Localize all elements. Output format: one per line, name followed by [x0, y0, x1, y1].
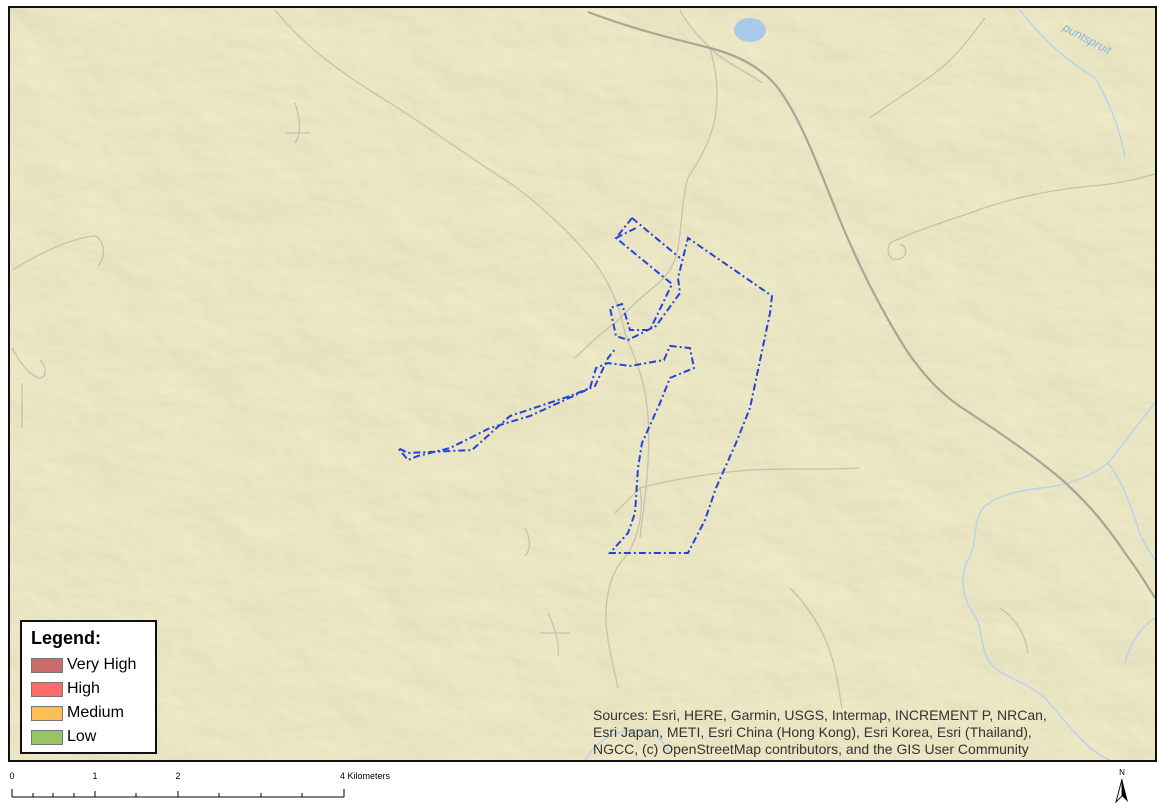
study-area[interactable]	[397, 217, 774, 554]
railway-line	[587, 10, 1155, 599]
study-area-polygon-north[interactable]	[397, 217, 774, 554]
stream-south	[584, 729, 671, 760]
scale-bar: 0 1 2 4 Kilometers	[0, 771, 430, 807]
stream-east-small	[1124, 617, 1155, 664]
road-south-east	[789, 587, 843, 709]
legend-label-low: Low	[67, 728, 97, 745]
road-northwest-spur	[285, 102, 310, 144]
map-canvas[interactable]: puntspruit	[10, 8, 1155, 760]
railway	[587, 10, 1155, 599]
legend-label-high: High	[67, 680, 100, 697]
attribution-line-1: Sources: Esri, HERE, Garmin, USGS, Inter…	[593, 707, 1047, 723]
stream-east-main	[962, 402, 1155, 760]
legend-swatch-very-high	[31, 657, 63, 673]
legend-title: Legend:	[31, 628, 101, 648]
legend-swatch-medium	[31, 705, 63, 721]
terrain-hillshade	[10, 8, 1155, 760]
road-north	[614, 47, 718, 324]
stream-northeast	[1019, 9, 1126, 159]
map-legend: Legend: Very High High Medium Low	[20, 620, 157, 754]
legend-item-medium: Medium	[31, 701, 147, 725]
attribution-line-2: Esri Japan, METI, Esri China (Hong Kong)…	[593, 724, 1032, 740]
scale-label-unit: 4 Kilometers	[340, 771, 391, 781]
streams	[584, 9, 1155, 760]
road-south-west-2	[524, 527, 531, 557]
scale-bar-graphic	[11, 789, 345, 798]
legend-swatch-high	[31, 681, 63, 697]
road-west-2	[11, 347, 46, 379]
legend-swatch-low	[31, 729, 63, 745]
legend-label-medium: Medium	[67, 704, 124, 721]
north-arrow-icon	[1115, 778, 1128, 804]
road-east-2	[869, 17, 986, 119]
road-east-1	[889, 173, 1155, 244]
road-west	[11, 235, 104, 271]
attribution-line-3: NGCC, (c) OpenStreetMap contributors, an…	[593, 741, 1029, 757]
road-east-spur	[887, 242, 907, 260]
north-arrow-letter: N	[1119, 768, 1125, 777]
road-southeast-2	[999, 607, 1029, 654]
map-attribution: Sources: Esri, HERE, Garmin, USGS, Inter…	[593, 707, 1153, 758]
north-arrow: N	[1110, 768, 1134, 806]
road-connector	[574, 322, 616, 359]
study-area-polygon-close[interactable]	[615, 217, 681, 259]
scale-label-1: 1	[92, 771, 98, 781]
legend-label-very-high: Very High	[67, 656, 137, 673]
map-frame[interactable]: puntspruit Legend: Very High High Medium	[8, 6, 1157, 762]
scale-label-2: 2	[175, 771, 181, 781]
road-central-east	[639, 467, 861, 489]
legend-item-very-high: Very High	[31, 653, 147, 677]
road-central-south	[605, 487, 642, 689]
road-northwest	[274, 9, 650, 539]
stream-east-branch	[1107, 462, 1155, 561]
legend-item-high: High	[31, 677, 147, 701]
scale-label-0: 0	[9, 771, 15, 781]
reservoir-water	[734, 18, 766, 42]
legend-item-low: Low	[31, 725, 147, 749]
road-south-west	[540, 612, 570, 657]
